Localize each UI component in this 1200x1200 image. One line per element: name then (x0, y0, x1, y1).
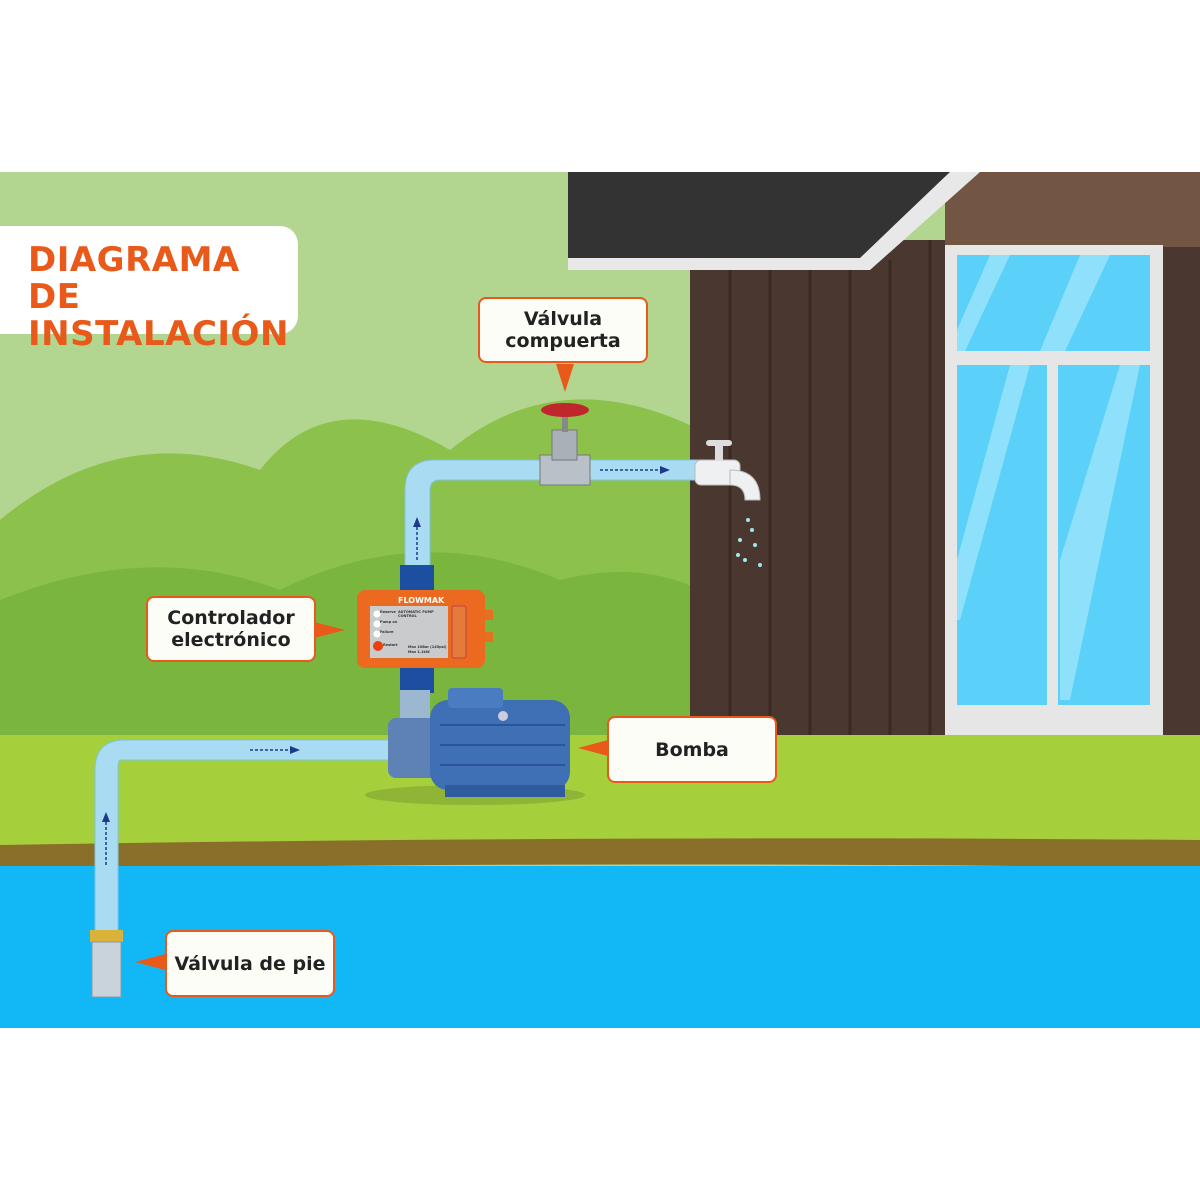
callout-text: Válvula de pie (174, 952, 326, 975)
title-card: DIAGRAMA DE INSTALACIÓN (0, 226, 298, 353)
foot-valve-coupling (90, 930, 123, 942)
title-line-1: DIAGRAMA DE (28, 240, 240, 317)
callout-text: electrónico (171, 629, 291, 651)
faucet (694, 440, 762, 567)
callout-text: Bomba (655, 738, 729, 761)
foot-valve (91, 941, 122, 998)
page-title: DIAGRAMA DE INSTALACIÓN (28, 242, 298, 353)
callout-controller: Controlador electrónico (146, 596, 316, 662)
valve-handwheel-icon (541, 403, 589, 417)
controller-brand-logo: FLOWMAK (398, 596, 445, 605)
title-line-2: INSTALACIÓN (28, 314, 289, 354)
callout-text: Válvula (523, 308, 603, 330)
pump (365, 688, 585, 805)
controller-spec: Max 10Bar (145psi) (408, 645, 447, 649)
callout-foot-valve: Válvula de pie (165, 930, 335, 997)
callout-text: compuerta (505, 330, 621, 352)
soil (0, 838, 1200, 870)
gate-valve (539, 403, 591, 486)
indicator-label: Pump on (380, 620, 398, 624)
roof-edge (568, 172, 980, 270)
controller-spec: Max 1.1kW (408, 650, 430, 654)
bushes (0, 552, 700, 740)
controller-panel: Reserve Pump on Failure Restart AUTOMATI… (372, 607, 448, 657)
pump-controller (357, 565, 493, 693)
flow-arrows (102, 466, 670, 865)
callout-pump: Bomba (607, 716, 777, 783)
restart-button[interactable]: Restart (383, 643, 398, 647)
indicator-label: Reserve (380, 610, 396, 614)
indicator-label: Failure (380, 630, 394, 634)
grass (0, 735, 1200, 850)
callout-pointers (135, 364, 608, 970)
controller-heading: AUTOMATIC PUMP CONTROL (398, 610, 434, 618)
roof (568, 172, 950, 258)
callout-text: Controlador (167, 607, 295, 629)
callout-gate-valve: Válvula compuerta (478, 297, 648, 363)
